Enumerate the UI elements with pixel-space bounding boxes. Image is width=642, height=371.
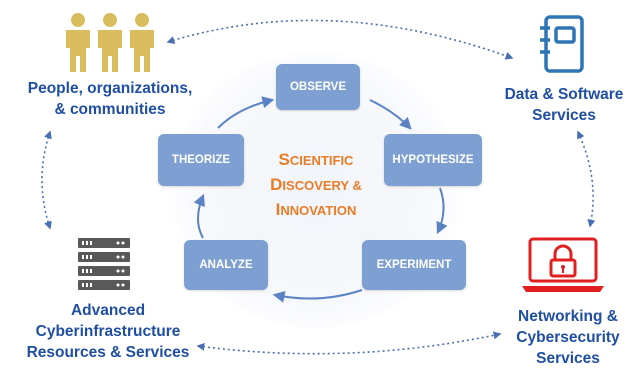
arrow-theorize-to-observe xyxy=(217,96,275,129)
arrow-hypothesize-to-experiment xyxy=(436,187,448,235)
label-data: Data & Software Services xyxy=(486,84,642,126)
label-data-line-1: Data & Software xyxy=(504,86,624,103)
link-cyber-networking xyxy=(196,331,502,355)
link-people-data xyxy=(166,19,514,60)
laptop-lock-icon xyxy=(522,237,604,292)
link-data-networking xyxy=(577,130,596,228)
label-people: People, organizations, & communities xyxy=(0,78,220,120)
label-net-line-2: Cybersecurity xyxy=(516,329,620,346)
label-cyber-line-1: Advanced xyxy=(70,302,146,319)
arrow-experiment-to-analyze xyxy=(272,289,363,303)
label-net-line-1: Networking & xyxy=(518,308,618,325)
label-data-line-2: Services xyxy=(532,107,596,124)
arrow-analyze-to-theorize xyxy=(193,193,205,239)
notebook-icon xyxy=(540,15,584,73)
center-line-2: DISCOVERY & xyxy=(270,175,362,194)
step-analyze: ANALYZE xyxy=(184,240,268,290)
step-theorize: THEORIZE xyxy=(158,134,244,186)
center-line-3: INNOVATION xyxy=(275,200,357,219)
step-observe: OBSERVE xyxy=(276,64,360,110)
label-networking: Networking & Cybersecurity Services xyxy=(494,306,642,369)
arrow-observe-to-hypothesize xyxy=(369,99,412,130)
step-hypothesize: HYPOTHESIZE xyxy=(384,134,482,186)
step-experiment: EXPERIMENT xyxy=(362,240,466,290)
label-cyber-line-3: Resources & Services xyxy=(26,344,190,361)
link-people-cyber xyxy=(41,130,52,230)
label-people-line-1: People, organizations, xyxy=(27,80,193,97)
people-icon xyxy=(66,13,154,72)
center-title: SCIENTIFIC DISCOVERY & INNOVATION xyxy=(236,148,396,223)
center-line-1: SCIENTIFIC xyxy=(278,150,354,169)
label-people-line-2: & communities xyxy=(54,101,166,118)
label-cyber-line-2: Cyberinfrastructure xyxy=(35,323,181,340)
label-cyberinfrastructure: Advanced Cyberinfrastructure Resources &… xyxy=(20,300,196,363)
server-rack-icon xyxy=(78,238,130,290)
label-net-line-3: Services xyxy=(536,350,600,367)
